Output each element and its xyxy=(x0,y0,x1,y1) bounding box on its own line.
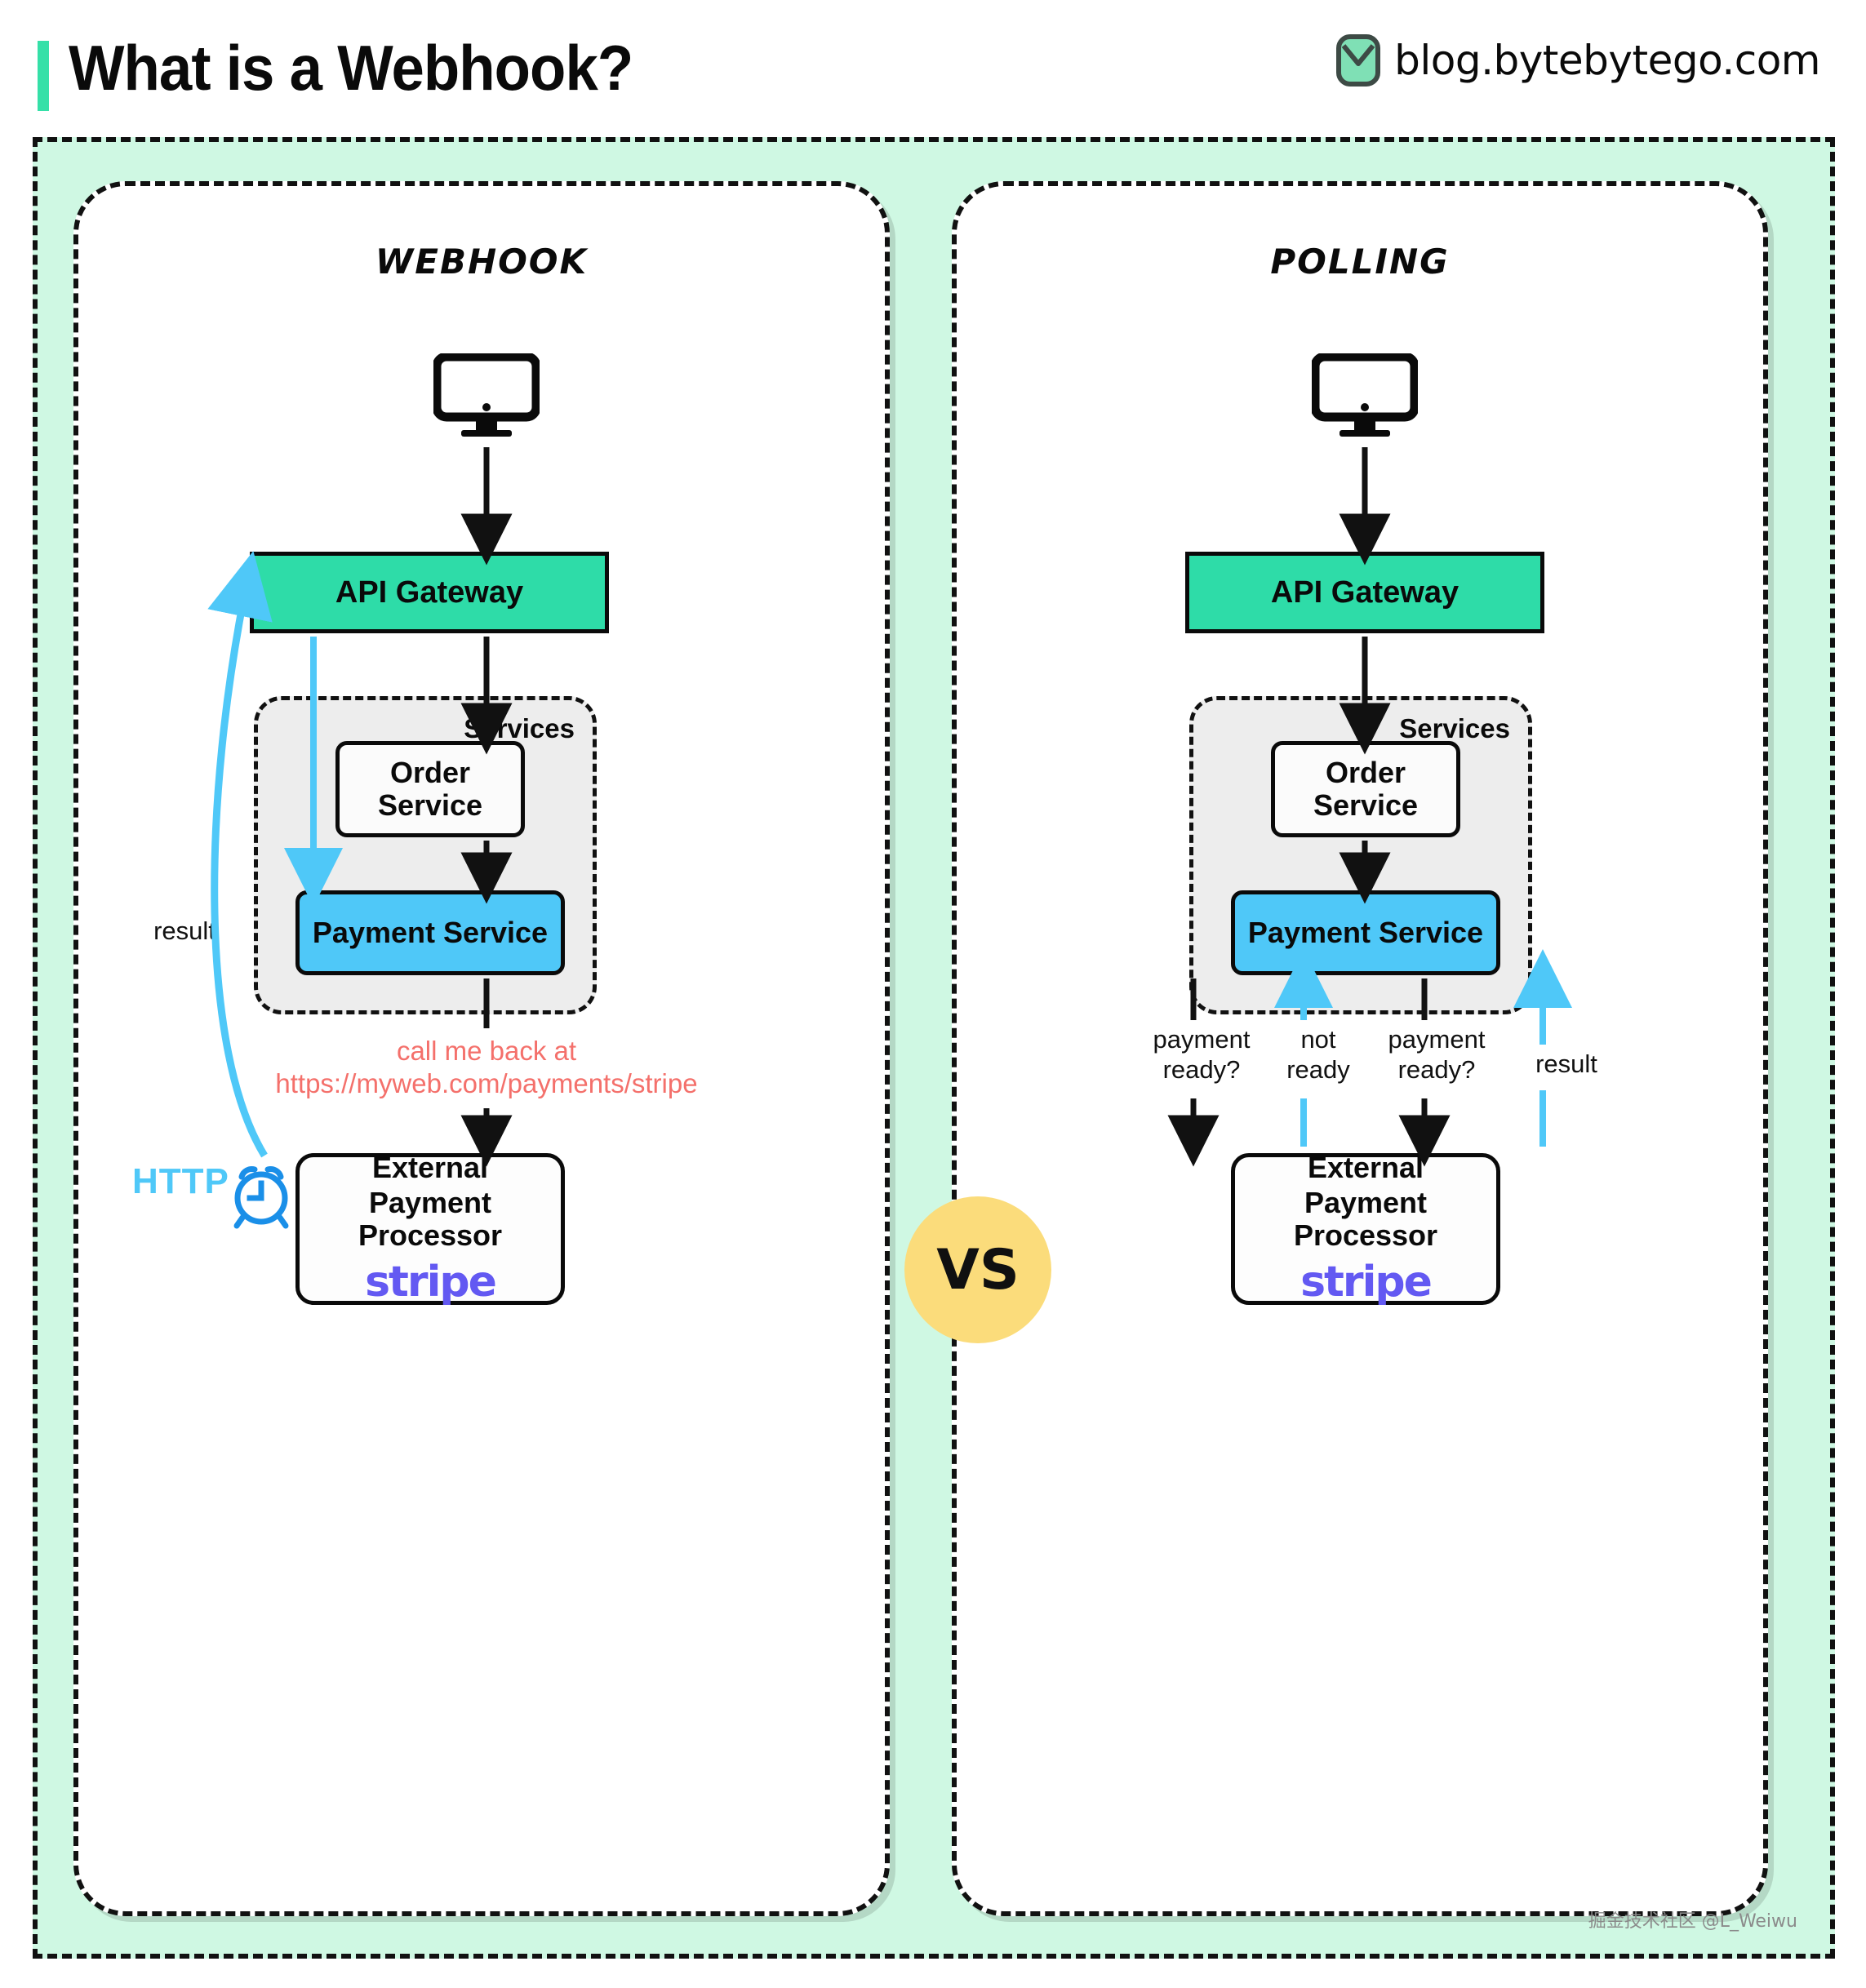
alarm-clock-icon xyxy=(233,1166,289,1229)
stripe-logo: stripe xyxy=(1300,1258,1433,1307)
node-order-service[interactable]: Order Service xyxy=(1271,741,1460,837)
page-title: What is a Webhook? xyxy=(69,32,633,104)
poll-label-0-line2: ready? xyxy=(1162,1054,1241,1084)
poll-label-0: payment ready? xyxy=(1120,1025,1283,1085)
poll-label-2-line1: payment xyxy=(1388,1025,1486,1054)
panel-title-webhook: Webhook xyxy=(375,229,589,286)
panel-title-polling: Polling xyxy=(1270,229,1450,286)
webhook-result-label: result xyxy=(153,916,215,945)
watermark: 掘金技术社区 @L_Weiwu xyxy=(1588,1911,1797,1932)
processor-label-1: External xyxy=(371,1151,489,1185)
brand-text: blog.bytebytego.com xyxy=(1394,37,1820,84)
http-label: HTTP xyxy=(132,1161,229,1201)
webhook-callout: call me back at https://myweb.com/paymen… xyxy=(225,1035,748,1099)
order-service-label-1: Order xyxy=(389,755,471,789)
order-service-label-2: Service xyxy=(377,788,483,822)
node-order-service[interactable]: Order Service xyxy=(335,741,525,837)
poll-label-2-line2: ready? xyxy=(1397,1054,1476,1084)
poll-label-1: not ready xyxy=(1265,1025,1371,1085)
comparison-container: Webhook API Gateway Services Order Servi… xyxy=(33,137,1835,1959)
node-external-payment-processor[interactable]: External Payment Processor stripe xyxy=(295,1151,565,1307)
order-service-label-2: Service xyxy=(1313,788,1419,822)
node-api-gateway[interactable]: API Gateway xyxy=(1185,552,1544,633)
webhook-callout-line2: https://myweb.com/payments/stripe xyxy=(275,1067,698,1098)
page-header: What is a Webhook? blog.bytebytego.com xyxy=(0,0,1866,135)
payment-service-label: Payment Service xyxy=(1247,916,1484,949)
desktop-monitor-icon xyxy=(1312,353,1418,437)
api-gateway-label: API Gateway xyxy=(335,575,524,610)
poll-label-2: payment ready? xyxy=(1355,1025,1518,1085)
services-group-label: Services xyxy=(464,713,575,743)
node-api-gateway[interactable]: API Gateway xyxy=(250,552,609,633)
webhook-callout-line1: call me back at xyxy=(396,1036,577,1066)
poll-label-1-line2: ready xyxy=(1286,1054,1350,1084)
services-group-label: Services xyxy=(1399,713,1510,743)
title-accent-bar xyxy=(38,41,49,111)
node-payment-service[interactable]: Payment Service xyxy=(1231,890,1500,975)
poll-label-1-line1: not xyxy=(1300,1025,1336,1054)
processor-label-2: Payment Processor xyxy=(1293,1185,1438,1253)
processor-label-2: Payment Processor xyxy=(358,1185,503,1253)
desktop-monitor-icon xyxy=(433,353,540,437)
api-gateway-label: API Gateway xyxy=(1270,575,1459,610)
bytebytego-logo-icon xyxy=(1336,34,1381,87)
node-payment-service[interactable]: Payment Service xyxy=(295,890,565,975)
processor-label-1: External xyxy=(1307,1151,1424,1185)
vs-badge: VS xyxy=(904,1196,1051,1343)
poll-label-3: result xyxy=(1535,1049,1597,1078)
panel-polling: Polling API Gateway Services Order Servi… xyxy=(952,181,1768,1916)
payment-service-label: Payment Service xyxy=(312,916,549,949)
poll-label-0-line1: payment xyxy=(1153,1025,1251,1054)
node-external-payment-processor[interactable]: External Payment Processor stripe xyxy=(1231,1151,1500,1307)
stripe-logo: stripe xyxy=(365,1258,497,1307)
panel-webhook: Webhook API Gateway Services Order Servi… xyxy=(73,181,890,1916)
order-service-label-1: Order xyxy=(1325,755,1406,789)
brand: blog.bytebytego.com xyxy=(1335,34,1820,87)
